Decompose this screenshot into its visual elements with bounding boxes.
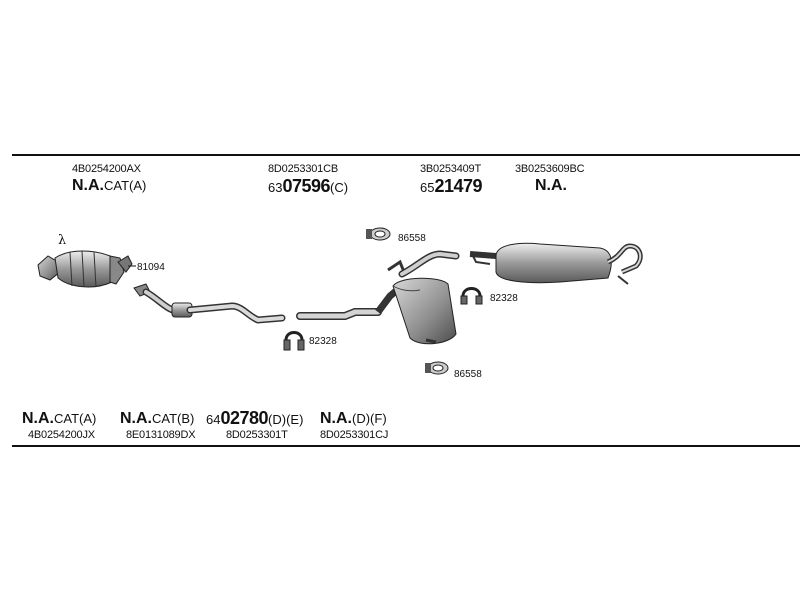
callout-86558-top: 86558 [398,233,426,244]
part-code-bottom-4: 8D0253301CJ [320,429,389,441]
part-code-bottom-3: 8D0253301T [226,429,288,441]
part-label-top-1: N.A.CAT(A) [72,177,147,194]
part-label-bottom-3: 6402780(D)(E) [206,408,304,428]
clamp-82328-mid-part [283,331,305,351]
part-code-top-4: 3B0253609BC [515,163,585,175]
callout-82328-mid: 82328 [309,336,337,347]
bottom-divider-line [12,445,800,447]
middle-pipe-part [296,308,382,320]
catalytic-converter-part [37,250,136,288]
part-code-top-3: 3B0253409T [420,163,481,175]
part-code-top-2: 8D0253301CB [268,163,338,175]
part-label-top-2: 6307596(C) [268,176,349,196]
part-code-bottom-1: 4B0254200JX [28,429,95,441]
part-code-bottom-2: 8E0131089DX [126,429,196,441]
part-code-top-1: 4B0254200AX [72,163,141,175]
part-label-bottom-4: N.A.(D)(F) [320,410,387,427]
callout-86558-bottom: 86558 [454,369,482,380]
lambda-sensor-label: λ [58,233,67,248]
clamp-82328-right-part [460,287,483,305]
part-label-top-3: 6521479 [420,176,483,196]
front-pipe-part [133,283,286,324]
part-label-bottom-1: N.A.CAT(A) [22,410,97,427]
part-label-bottom-2: N.A.CAT(B) [120,410,195,427]
callout-81094: 81094 [137,262,165,273]
rear-muffler-part [469,242,643,285]
hanger-86558-bottom-part [425,361,449,375]
part-label-top-4: N.A. [535,177,567,194]
center-muffler-part [375,250,460,345]
hanger-86558-top-part [366,227,391,241]
callout-82328-right: 82328 [490,293,518,304]
top-divider-line [12,154,800,156]
